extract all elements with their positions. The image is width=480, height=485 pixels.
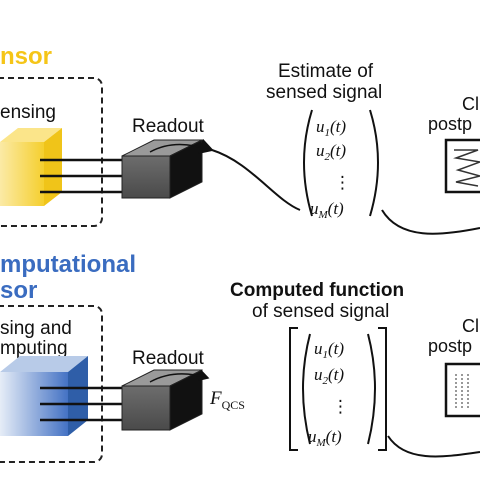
top-vec-row4-sub: M <box>318 209 329 221</box>
estimate-label-line2: sensed signal <box>266 82 382 103</box>
operator-label: FQCS <box>209 388 245 412</box>
top-vec-row1-sub: 1 <box>325 127 331 139</box>
bottom-post-label-line1: Cl <box>462 316 479 336</box>
operator-symbol: F <box>209 388 222 409</box>
top-vec-row2: u <box>316 141 325 160</box>
bottom-readout-label: Readout <box>132 348 205 369</box>
bottom-vector-left-bracket <box>289 327 298 451</box>
top-vector-left-paren <box>303 109 313 217</box>
top-vector-right-paren <box>369 109 379 217</box>
top-wires <box>40 158 130 194</box>
bottom-output-curve <box>387 435 480 458</box>
sensor-title: nsor <box>0 43 52 70</box>
top-post-label-line2: postp <box>428 114 472 134</box>
top-post-label-line1: Cl <box>462 94 479 114</box>
top-vec-row1: u <box>316 117 325 136</box>
top-readout-device <box>121 139 211 199</box>
top-vec-row2-sub: 2 <box>325 151 331 163</box>
operator-sub: QCS <box>222 398 245 412</box>
top-signal-curve <box>198 138 301 211</box>
svg-text:u1(t): u1(t) <box>314 339 344 361</box>
sensing-computing-line2: mputing <box>0 338 68 359</box>
bottom-post-label-line2: postp <box>428 336 472 356</box>
bottom-vec-row4-arg: (t) <box>326 427 342 446</box>
svg-text:uM(t): uM(t) <box>310 199 344 221</box>
sensing-computing-line1: sing and <box>0 318 72 339</box>
sensing-label: ensing <box>0 102 56 123</box>
bottom-vec-row2-arg: (t) <box>328 365 344 384</box>
bottom-vec-row4-sub: M <box>316 437 327 449</box>
bottom-vec-dots: ⋮ <box>332 397 349 416</box>
computed-label-line2: of sensed signal <box>252 301 389 322</box>
top-post-monitor-icon <box>444 138 480 194</box>
top-vec-row2-arg: (t) <box>330 141 346 160</box>
bottom-vec-row1: u <box>314 339 323 358</box>
svg-text:u1(t): u1(t) <box>316 117 346 139</box>
blue-computing-cube <box>0 356 88 436</box>
bottom-vec-row2: u <box>314 365 323 384</box>
bottom-vec-row1-arg: (t) <box>328 339 344 358</box>
top-vec-row4-arg: (t) <box>328 199 344 218</box>
top-vec-row4: u <box>310 199 319 218</box>
bottom-vector-right-bracket <box>378 327 387 451</box>
bottom-vector-left-paren <box>302 333 311 445</box>
computational-title-line1: mputational <box>0 251 136 278</box>
bottom-vector-right-paren <box>367 333 376 445</box>
top-vec-dots: ⋮ <box>334 173 351 192</box>
svg-text:uM(t): uM(t) <box>308 427 342 449</box>
bottom-vec-row2-sub: 2 <box>323 375 329 387</box>
svg-text:u2(t): u2(t) <box>314 365 344 387</box>
estimate-label-line1: Estimate of <box>278 61 374 82</box>
bottom-vec-row1-sub: 1 <box>323 349 329 361</box>
computed-label-line1: Computed function <box>230 280 404 301</box>
top-readout-label: Readout <box>132 116 205 137</box>
bottom-post-monitor-icon <box>444 362 480 418</box>
bottom-readout-device <box>121 369 210 431</box>
sensor-dashed-box <box>0 77 103 227</box>
top-output-curve <box>381 209 480 235</box>
bottom-vec-row4: u <box>308 427 317 446</box>
computational-title-line2: sor <box>0 277 37 304</box>
top-vec-row1-arg: (t) <box>330 117 346 136</box>
top-vector: u1(t) u2(t) ⋮ uM(t) <box>303 109 379 221</box>
svg-text:u2(t): u2(t) <box>316 141 346 163</box>
bottom-vector: u1(t) u2(t) ⋮ uM(t) <box>289 327 387 451</box>
yellow-sensor-cube <box>0 128 62 206</box>
bottom-wires <box>40 386 130 422</box>
